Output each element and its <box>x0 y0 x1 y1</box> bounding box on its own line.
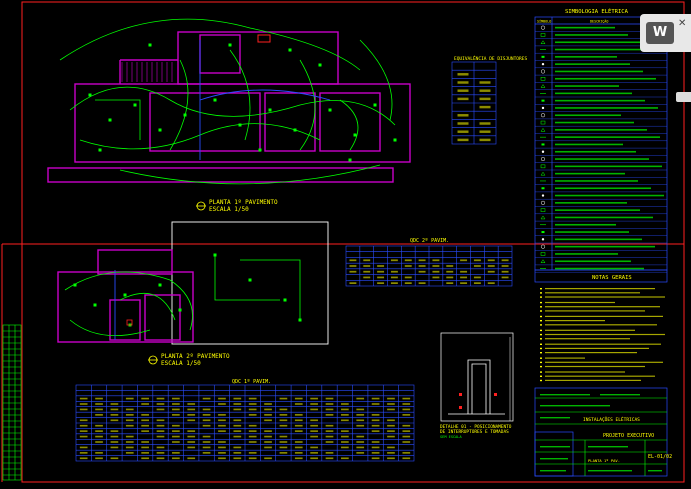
legend-col-symbol: SÍMBOLO <box>537 19 551 24</box>
plan-scale: ESCALA 1/50 <box>161 360 201 367</box>
ground-floor-plan: PLANTA 1º PAVIMENTO ESCALA 1/50 <box>47 18 411 213</box>
plan-scale: ESCALA 1/50 <box>209 206 249 213</box>
circuit-summary-table: EQUIVALÊNCIA DE DISJUNTORES <box>451 54 527 145</box>
floor-walls <box>47 31 411 183</box>
upper-wiring <box>64 255 301 336</box>
title-block: INSTALAÇÕES ELÉTRICAS PROJETO EXECUTIVO … <box>534 387 672 477</box>
table-title: QDC 2º PAVIM. <box>410 238 449 244</box>
table-title: EQUIVALÊNCIA DE DISJUNTORES <box>454 54 527 62</box>
terrace-outline <box>171 221 329 345</box>
upper-floor-plan: PLANTA 2º PAVIMENTO ESCALA 1/50 <box>57 221 329 367</box>
electrical-wiring-trunk <box>199 40 331 160</box>
plan-title-upper: PLANTA 2º PAVIMENTO ESCALA 1/50 <box>148 353 230 367</box>
drawing-number: EL-01/02 <box>648 454 672 460</box>
legend-col-desc: DESCRIÇÃO <box>590 19 608 24</box>
stair <box>121 62 173 82</box>
upper-loads-table: QDC 2º PAVIM. <box>345 238 513 287</box>
electrical-wiring <box>59 18 396 185</box>
ground-loads-table: QDC 1º PAVIM. <box>75 379 415 462</box>
project-name: INSTALAÇÕES ELÉTRICAS <box>583 415 640 423</box>
legend-title: SIMBOLOGIA ELÉTRICA <box>565 7 629 15</box>
side-tab[interactable] <box>676 92 691 102</box>
table-title: QDC 1º PAVIM. <box>232 379 271 385</box>
general-notes: NOTAS GERAIS <box>534 269 668 382</box>
main-panel <box>257 34 271 43</box>
close-icon[interactable]: ✕ <box>678 18 687 29</box>
sheet-frame <box>1 1 685 483</box>
plan-title: PLANTA 2º PAVIMENTO <box>161 353 230 360</box>
notes-title: NOTAS GERAIS <box>592 275 632 281</box>
w-logo-icon: W <box>646 22 674 44</box>
project-stage: PROJETO EXECUTIVO <box>603 433 654 439</box>
electrical-points <box>88 43 397 162</box>
electrical-points-upper <box>73 253 302 327</box>
sheet-contents: PLANTA 1º PAV. <box>588 458 620 463</box>
floating-app-badge[interactable]: W ✕ <box>640 14 691 52</box>
plan-title-ground: PLANTA 1º PAVIMENTO ESCALA 1/50 <box>196 199 278 213</box>
plan-title: PLANTA 1º PAVIMENTO <box>209 199 278 206</box>
revision-grid <box>2 324 22 481</box>
